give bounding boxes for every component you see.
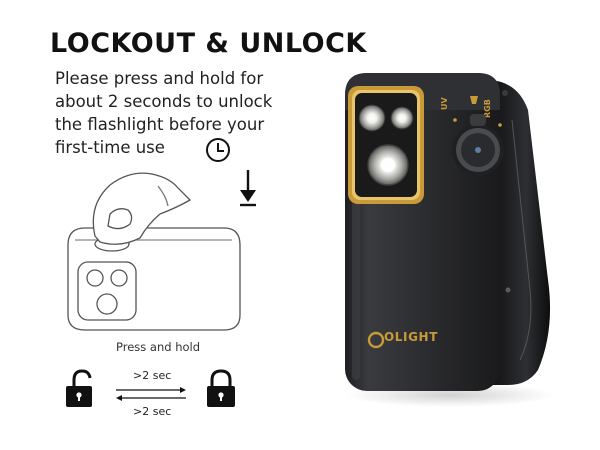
- device-outline: [67, 227, 241, 331]
- product-photo: UV RGB: [345, 73, 555, 407]
- lens-block-outline: [77, 261, 137, 321]
- led-left: [359, 105, 385, 131]
- instruction-line: Please press and hold for: [55, 69, 264, 88]
- hand-press-illustration: [67, 172, 241, 331]
- press-and-hold-label: Press and hold: [116, 340, 201, 354]
- clock-icon: [206, 138, 230, 162]
- arrow-bottom-label: >2 sec: [133, 405, 172, 418]
- instruction-line: first-time use: [55, 138, 165, 157]
- brand-logo-mark: [367, 331, 385, 349]
- page-title: LOCKOUT & UNLOCK: [50, 28, 367, 59]
- mode-icons: UV RGB: [440, 96, 492, 118]
- down-arrow-icon: [240, 170, 256, 207]
- unlocked-padlock-icon: [66, 369, 92, 407]
- arrow-top-label: >2 sec: [133, 369, 172, 382]
- instruction-line: the flashlight before your: [55, 115, 265, 134]
- pocket-clip: [490, 80, 551, 385]
- instructions-text: Please press and hold for about 2 second…: [55, 67, 315, 159]
- instruction-line: about 2 seconds to unlock: [55, 92, 273, 111]
- lock-unlock-arrows: [116, 387, 186, 401]
- brand-logo-text: OLIGHT: [384, 330, 438, 344]
- finger-outline: [92, 172, 192, 245]
- svg-text:RGB: RGB: [483, 99, 492, 118]
- svg-text:UV: UV: [440, 97, 449, 110]
- locked-padlock-icon: [207, 369, 235, 407]
- control-knob: [452, 114, 504, 176]
- led-right: [391, 107, 413, 129]
